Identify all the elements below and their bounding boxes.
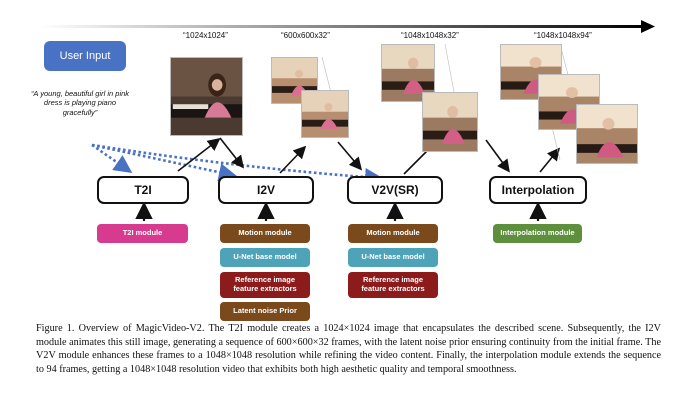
i2v-frame-2	[301, 90, 349, 138]
resolution-label-v2v: “1048x1048x32”	[401, 31, 459, 40]
i2v-unet-block: U-Net base model	[220, 248, 310, 267]
v2v-reference-extractor-block: Reference image feature extractors	[348, 272, 438, 298]
prompt-dotted-arrows	[91, 143, 384, 187]
i2v-stage-box: I2V	[218, 176, 314, 204]
interp-frame-2	[538, 74, 600, 130]
prompt-text: “A young, beautiful girl in pink dress i…	[30, 89, 130, 117]
figure-caption: Figure 1. Overview of MagicVideo-V2. The…	[36, 323, 661, 375]
v2v-frame-1	[381, 44, 435, 102]
module-connectors	[135, 201, 547, 221]
v2v-stage-box: V2V(SR)	[347, 176, 443, 204]
t2i-output-image	[170, 57, 243, 136]
t2i-stage-box: T2I	[97, 176, 189, 204]
interp-frame-1	[500, 44, 562, 100]
resolution-label-t2i: “1024x1024”	[183, 31, 228, 40]
timeline-bar	[40, 25, 645, 28]
interp-stage-box: Interpolation	[489, 176, 587, 204]
t2i-module-block: T2I module	[97, 224, 188, 243]
resolution-label-i2v: “600x600x32”	[281, 31, 330, 40]
i2v-motion-module-block: Motion module	[220, 224, 310, 243]
timeline-arrowhead	[641, 20, 655, 33]
i2v-reference-extractor-block: Reference image feature extractors	[220, 272, 310, 298]
i2v-frame-1	[271, 57, 318, 104]
v2v-frame-2	[422, 92, 478, 152]
i2v-latent-noise-prior-block: Latent noise Prior	[220, 302, 310, 321]
interp-frame-3	[576, 104, 638, 164]
flow-arrows	[177, 137, 561, 175]
interpolation-module-block: Interpolation module	[493, 224, 582, 243]
v2v-motion-module-block: Motion module	[348, 224, 438, 243]
v2v-unet-block: U-Net base model	[348, 248, 438, 267]
resolution-label-interp: “1048x1048x94”	[534, 31, 592, 40]
user-input-box: User Input	[44, 41, 126, 71]
